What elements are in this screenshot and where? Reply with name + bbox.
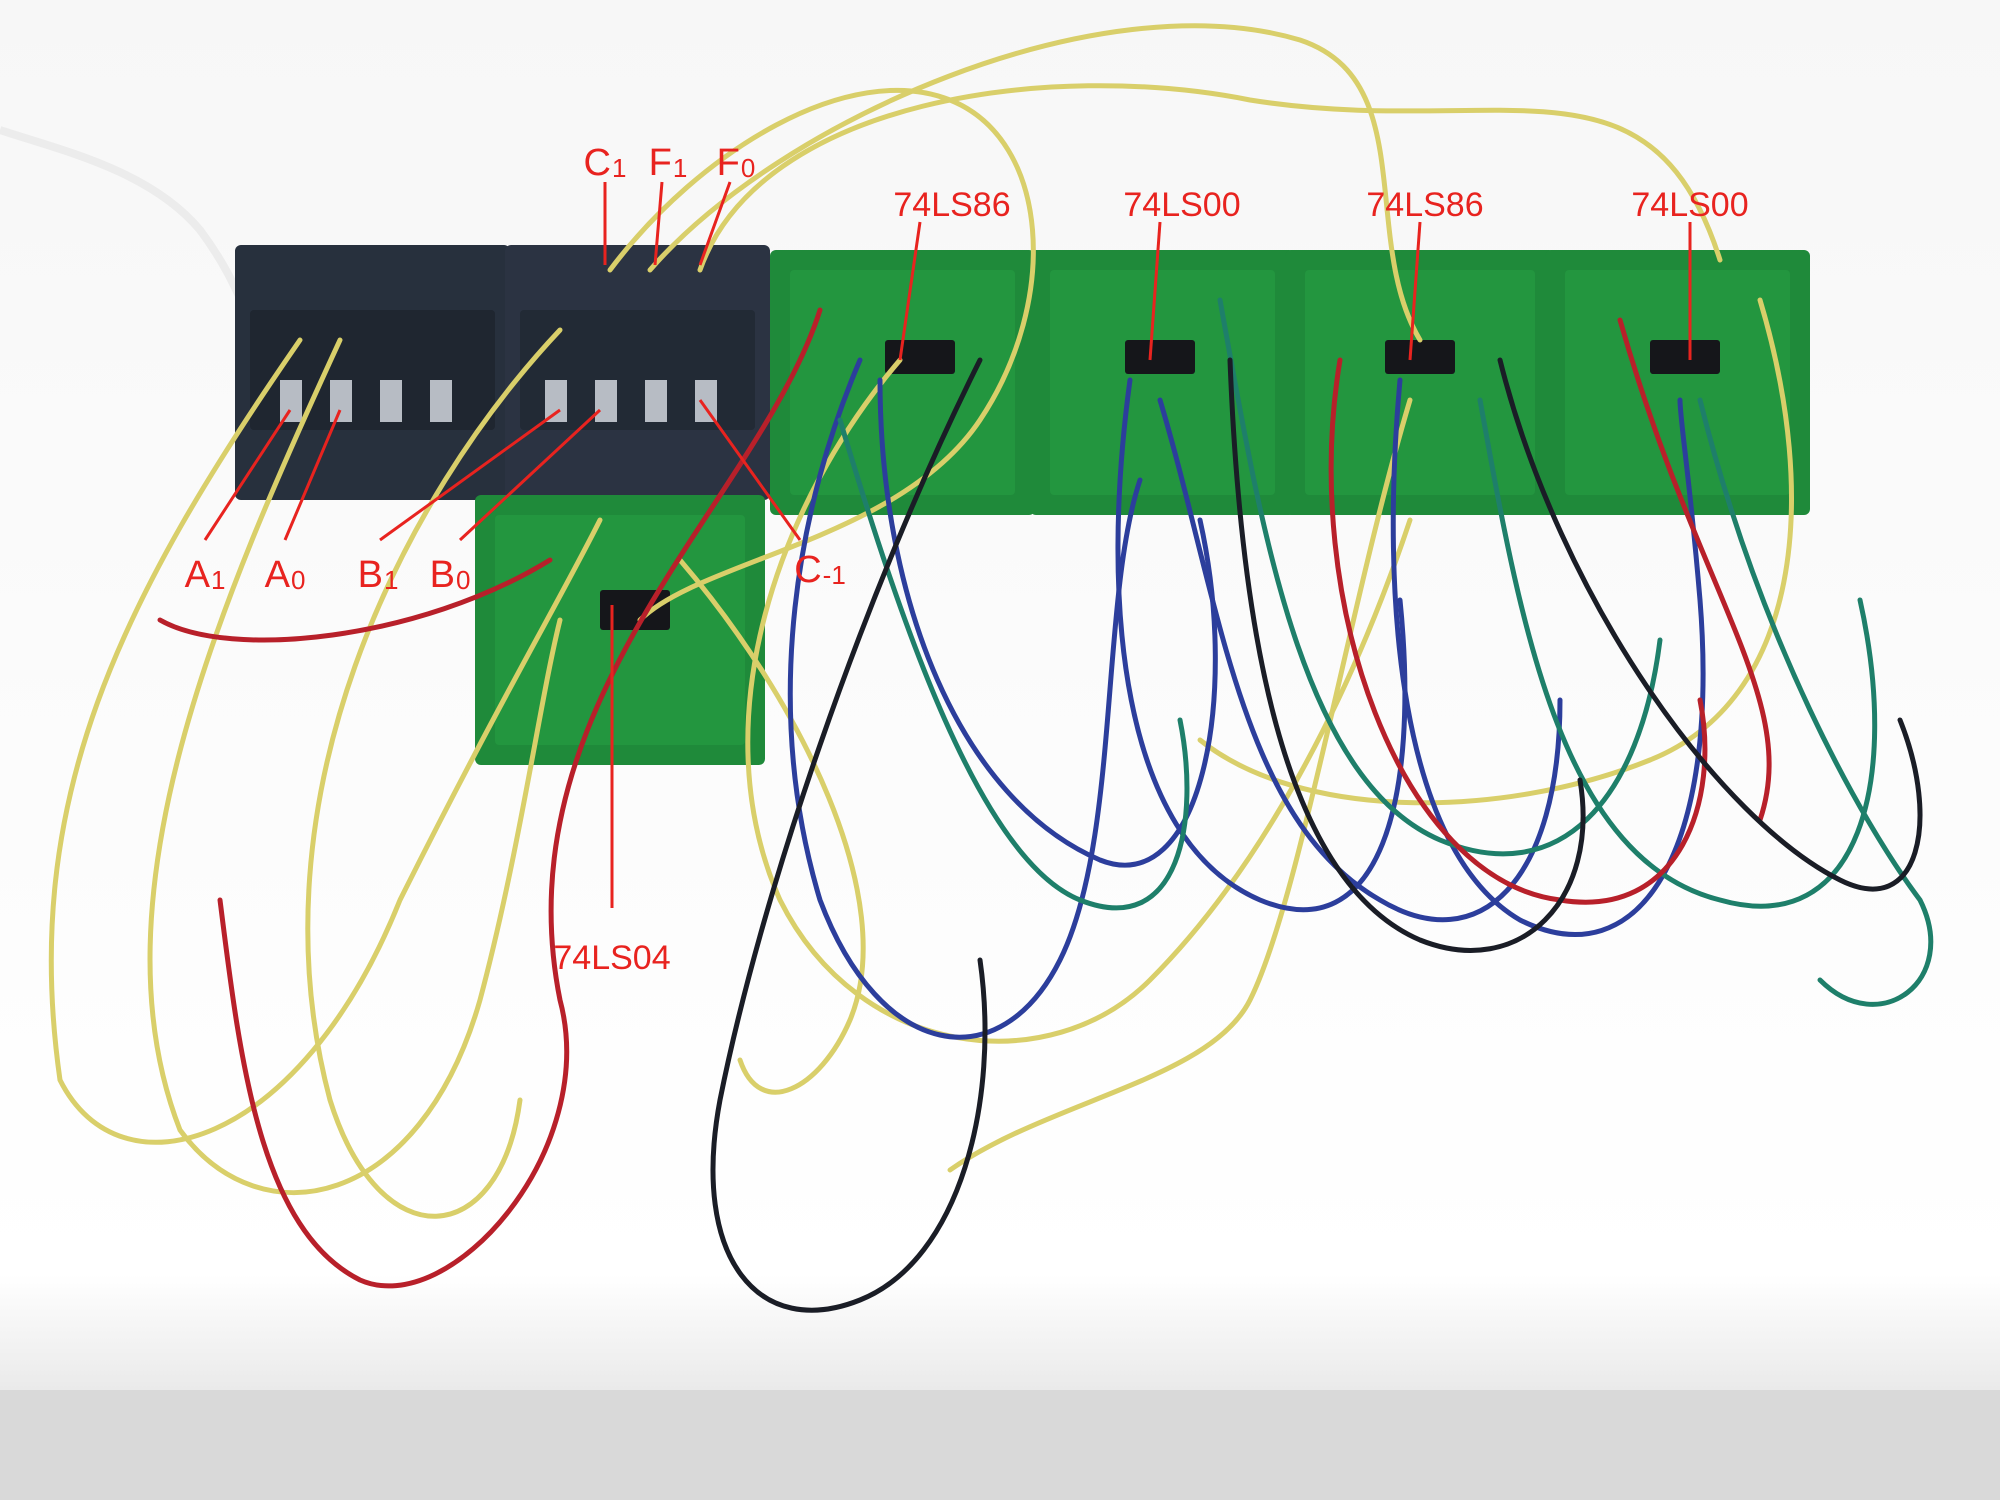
chip-label-1: 74LS86 [893, 186, 1011, 224]
label-c1-main: C [583, 142, 611, 184]
label-f1-main: F [648, 142, 672, 184]
label-a1: A1 [185, 556, 226, 594]
board-input-switches [235, 245, 510, 500]
label-c1: C1 [584, 144, 627, 182]
board-chip-4 [1545, 250, 1810, 515]
label-c-minus1-sub: -1 [822, 560, 846, 590]
chip-label-2: 74LS00 [1123, 186, 1241, 224]
ic-chip-4 [1650, 340, 1720, 374]
chip-label-4: 74LS00 [1631, 186, 1749, 224]
board-chip-1 [770, 250, 1035, 515]
label-f0: F0 [717, 144, 756, 182]
label-c-minus1-main: C [794, 549, 822, 591]
label-b0-sub: 0 [455, 565, 471, 595]
label-b1: B1 [358, 556, 399, 594]
chip-label-5: 74LS04 [553, 939, 671, 977]
board-chip-2 [1030, 250, 1295, 515]
label-b1-main: B [357, 554, 383, 596]
label-a0-main: A [264, 554, 290, 596]
label-f0-main: F [716, 142, 740, 184]
label-a1-main: A [184, 554, 210, 596]
label-f0-sub: 0 [740, 153, 756, 183]
label-a1-sub: 1 [210, 565, 226, 595]
label-b0-main: B [429, 554, 455, 596]
table-edge [0, 1390, 2000, 1500]
label-c-minus1: C-1 [794, 551, 846, 589]
label-b0: B0 [430, 556, 471, 594]
chip-label-3: 74LS86 [1366, 186, 1484, 224]
board-chip-3 [1285, 250, 1555, 515]
ic-chip-3 [1385, 340, 1455, 374]
annotation-pointers [203, 181, 1692, 908]
label-a0-sub: 0 [290, 565, 306, 595]
label-f1: F1 [649, 144, 688, 182]
jumper-wires [48, 23, 1934, 1313]
ic-chip-2 [1125, 340, 1195, 374]
label-b1-sub: 1 [383, 565, 399, 595]
label-c1-sub: 1 [611, 153, 627, 183]
label-f1-sub: 1 [672, 153, 688, 183]
label-a0: A0 [265, 556, 306, 594]
